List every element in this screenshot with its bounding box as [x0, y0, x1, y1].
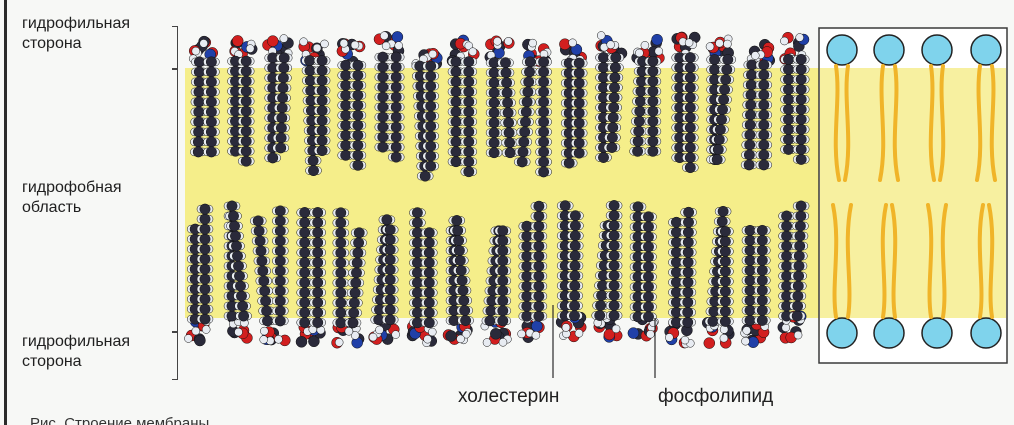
schematic-head-icon	[827, 35, 857, 65]
schematic-head-icon	[971, 318, 1001, 348]
schematic-head-icon	[922, 318, 952, 348]
schematic-head-icon	[827, 318, 857, 348]
lipid-molecule	[741, 225, 771, 348]
caption-cholesterol: холестерин	[458, 386, 559, 408]
schematic-head-icon	[922, 35, 952, 65]
schematic-head-icon	[874, 318, 904, 348]
caption-phospholipid: фосфолипид	[658, 386, 773, 408]
figure-caption-partial: Рис. Строение мембраны	[30, 414, 209, 425]
schematic-head-icon	[874, 35, 904, 65]
schematic-head-icon	[971, 35, 1001, 65]
